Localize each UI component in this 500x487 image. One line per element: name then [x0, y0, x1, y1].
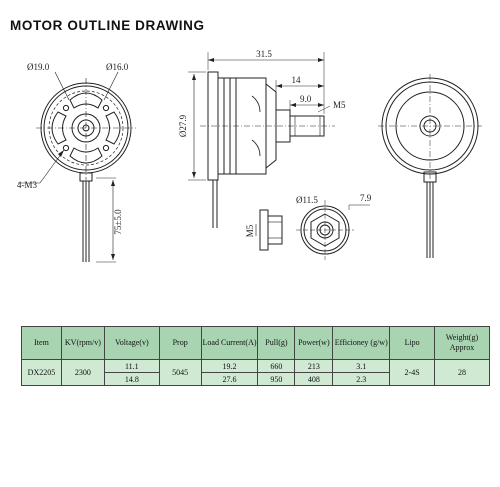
- cell-efficiency: 3.1: [332, 359, 391, 373]
- cell-pull: 950: [257, 372, 296, 386]
- cell-lipo: 2-4S: [389, 359, 436, 386]
- cell-voltage: 11.1: [103, 359, 160, 373]
- header-voltage: Voltage(v): [103, 326, 160, 360]
- cell-pull: 660: [257, 359, 296, 373]
- header-lipo: Lipo: [389, 326, 436, 360]
- nut-side-view: [255, 209, 283, 251]
- cell-power: 408: [294, 372, 334, 386]
- header-item: Item: [21, 326, 62, 360]
- nut-top-view: [296, 200, 370, 260]
- dim-nut-7-9: 7.9: [360, 193, 372, 203]
- cell-efficiency: 2.3: [332, 372, 391, 386]
- cell-current: 27.6: [200, 372, 259, 386]
- cell-item: DX2205: [21, 359, 62, 386]
- bottom-view: [18, 71, 136, 263]
- header-efficiency: Efficioney (g/w): [332, 326, 391, 360]
- dim-nut-diameter-11-5: Ø11.5: [296, 195, 318, 205]
- specification-table: Item KV(rpm/v) Voltage(v) Prop Load Curr…: [21, 326, 490, 386]
- dim-diameter-27-9: Ø27.9: [178, 114, 188, 137]
- dim-diameter-19: Ø19.0: [27, 62, 50, 72]
- motor-outline-drawing: Ø19.0 Ø16.0 4-M3 75±5.0 31.5 14 9.0 M5 Ø…: [17, 49, 482, 263]
- dim-length-31-5: 31.5: [256, 49, 272, 59]
- cell-voltage: 14.8: [103, 372, 160, 386]
- top-view: [378, 74, 482, 258]
- dim-nut-m5: M5: [245, 224, 255, 237]
- dim-diameter-16: Ø16.0: [106, 62, 129, 72]
- dim-thread-m5: M5: [333, 100, 346, 110]
- cell-current: 19.2: [200, 359, 259, 373]
- table-row: DX2205 2300 11.1 5045 19.2 660 213 3.1 2…: [21, 359, 490, 386]
- cell-prop: 5045: [158, 359, 202, 386]
- drawing-title: MOTOR OUTLINE DRAWING: [10, 18, 205, 33]
- table-header-row: Item KV(rpm/v) Voltage(v) Prop Load Curr…: [21, 326, 490, 360]
- dim-lead-length: 75±5.0: [113, 209, 123, 235]
- dim-length-9: 9.0: [300, 94, 312, 104]
- header-pull: Pull(g): [257, 326, 296, 360]
- cell-kv: 2300: [60, 359, 105, 386]
- header-load-current: Load Current(A): [200, 326, 259, 360]
- header-weight: Weight(g) Approx: [434, 326, 490, 360]
- header-kv: KV(rpm/v): [60, 326, 105, 360]
- cell-power: 213: [294, 359, 334, 373]
- dimension-arrows: [58, 58, 324, 260]
- cell-weight: 28: [434, 359, 490, 386]
- side-view: [188, 52, 335, 228]
- dim-screw-holes: 4-M3: [17, 180, 37, 190]
- header-prop: Prop: [158, 326, 202, 360]
- dim-length-14: 14: [292, 75, 302, 85]
- header-power: Power(w): [294, 326, 334, 360]
- table-row: 14.8 27.6 950 408 2.3: [22, 372, 490, 386]
